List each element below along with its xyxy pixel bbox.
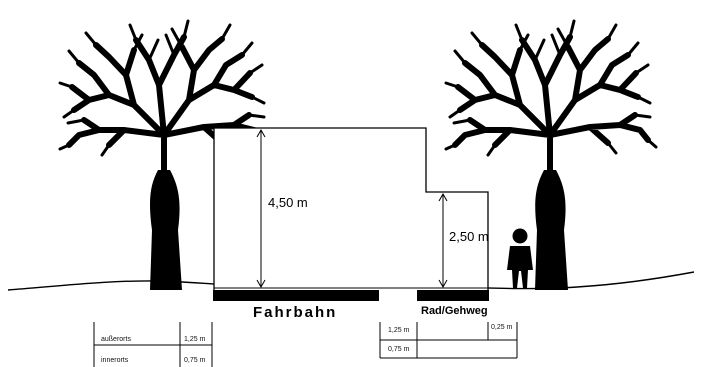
right-table-grid [379,322,518,359]
tree-right [446,21,656,290]
clearance-profile [213,127,489,290]
left-table-row1-label: außerorts [101,336,131,343]
main-height-label: 4,50 m [268,195,308,210]
path-height-label: 2,50 m [449,229,489,244]
tree-left [60,21,270,290]
left-table-grid [93,322,213,367]
fahrbahn-bar [213,290,379,301]
right-table-row1-extra: 0,25 m [491,324,513,331]
right-table-row2-value: 0,75 m [388,346,410,353]
dimension-path-height [438,192,448,289]
person-icon [507,228,533,288]
radweg-bar [417,290,489,301]
left-table-row1-value: 1,25 m [184,336,206,343]
dimension-main-height [256,128,266,289]
road-label: Fahrbahn [253,304,338,321]
left-table-row2-label: innerorts [101,357,129,364]
right-table-row1-value: 1,25 m [388,327,410,334]
path-label: Rad/Gehweg [421,305,488,317]
left-table-row2-value: 0,75 m [184,357,206,364]
